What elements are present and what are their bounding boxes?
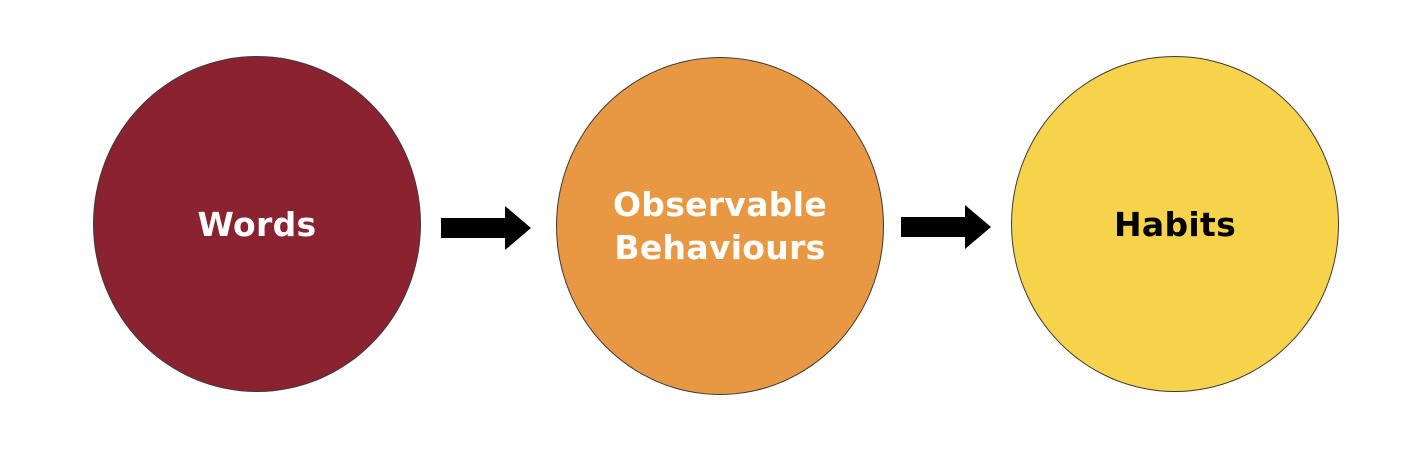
arrow-2-shape [901, 205, 991, 249]
node-observable-behaviours: Observable Behaviours [556, 57, 884, 395]
node-habits-label: Habits [1114, 203, 1236, 246]
node-words-label-line: Words [197, 204, 317, 244]
arrow-right-icon [901, 205, 991, 249]
node-words-label: Words [198, 203, 317, 246]
node-words: Words [93, 56, 421, 392]
arrow-1-shape [441, 206, 531, 250]
node-habits-label-line: Habits [1113, 204, 1237, 244]
node-observable-behaviours-label: Observable Behaviours [613, 183, 827, 269]
node-observable-behaviours-label-line-1: Observable [612, 185, 828, 224]
arrow-right-icon [441, 206, 531, 250]
node-observable-behaviours-label-line-2: Behaviours [614, 228, 826, 267]
node-habits: Habits [1011, 56, 1339, 392]
